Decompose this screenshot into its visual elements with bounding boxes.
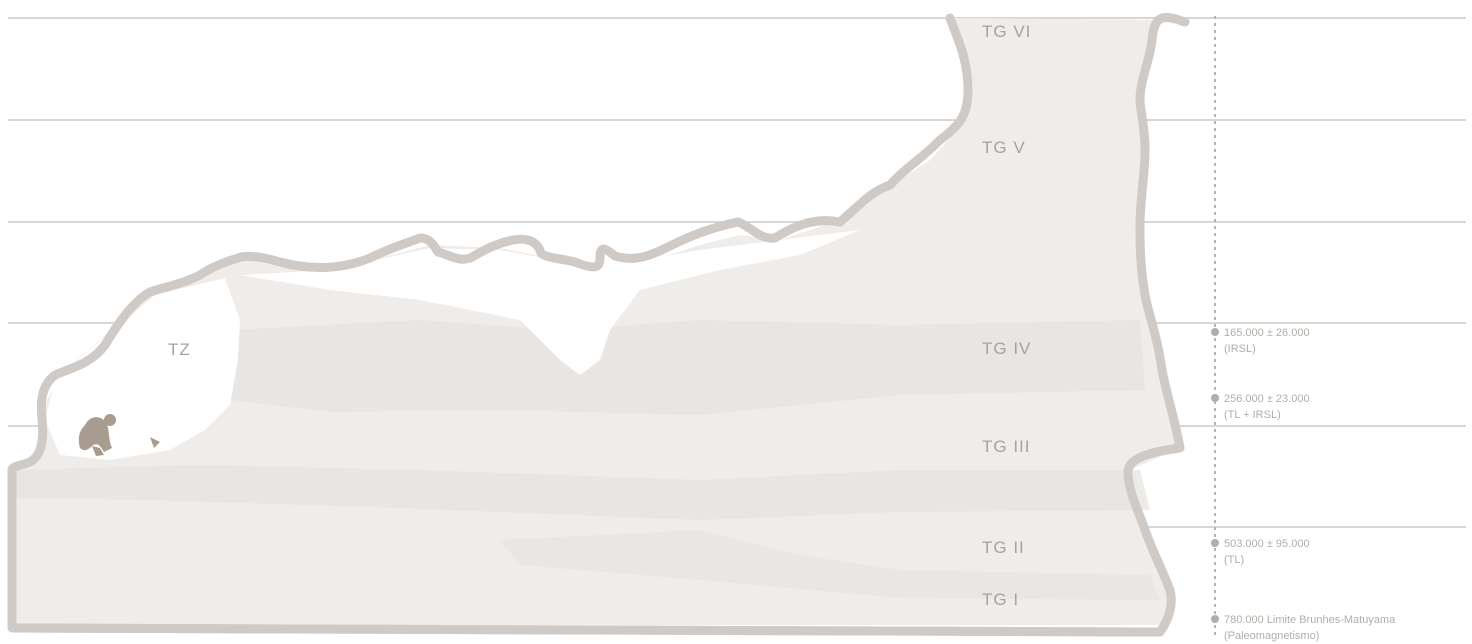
- date-value: 165.000 ± 26.000: [1224, 327, 1310, 339]
- date-method: (TL): [1224, 554, 1244, 566]
- unit-label-tg6: TG VI: [982, 22, 1031, 41]
- unit-label-tg5: TG V: [982, 138, 1026, 157]
- unit-label-tg4: TG IV: [982, 339, 1031, 358]
- crouching-figure-icon: [78, 414, 116, 456]
- date-value: 256.000 ± 23.000: [1224, 393, 1310, 405]
- date-marker: [1211, 328, 1219, 336]
- unit-label-tg1: TG I: [982, 590, 1019, 609]
- date-method: (IRSL): [1224, 343, 1256, 355]
- date-marker: [1211, 539, 1219, 547]
- date-value: 503.000 ± 95.000: [1224, 538, 1310, 550]
- band-dark: [230, 320, 1145, 415]
- cave-outline: [7, 13, 1190, 637]
- bone-fragment-icon: [150, 437, 160, 448]
- date-marker: [1211, 615, 1219, 623]
- date-marker: [1211, 394, 1219, 402]
- unit-label-tz: TZ: [168, 340, 191, 359]
- tz-pocket: [45, 278, 240, 460]
- unit-label-tg3: TG III: [982, 437, 1031, 456]
- date-method: (Paleomagnetismo): [1224, 630, 1319, 642]
- outline-base: [11, 623, 1161, 637]
- band-dark: [12, 465, 1150, 520]
- unit-label-tg2: TG II: [982, 538, 1025, 557]
- date-value: 780.000 Limite Brunhes-Matuyama: [1224, 614, 1396, 626]
- upper-void: [240, 230, 860, 375]
- band-dark: [500, 530, 1160, 600]
- date-method: (TL + IRSL): [1224, 409, 1281, 421]
